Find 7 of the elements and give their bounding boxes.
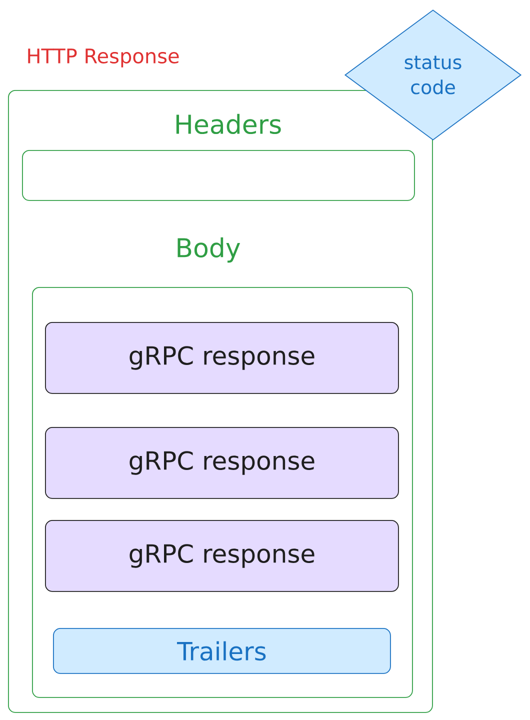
node-label: Body xyxy=(178,237,240,263)
trailer-box: Trailers xyxy=(53,628,391,674)
node-label: HTTP Response xyxy=(28,48,179,68)
message-box: gRPC response xyxy=(45,427,399,499)
message-box: gRPC response xyxy=(45,520,399,592)
node-label: Headers xyxy=(176,114,281,134)
message-box: gRPC response xyxy=(45,322,399,394)
